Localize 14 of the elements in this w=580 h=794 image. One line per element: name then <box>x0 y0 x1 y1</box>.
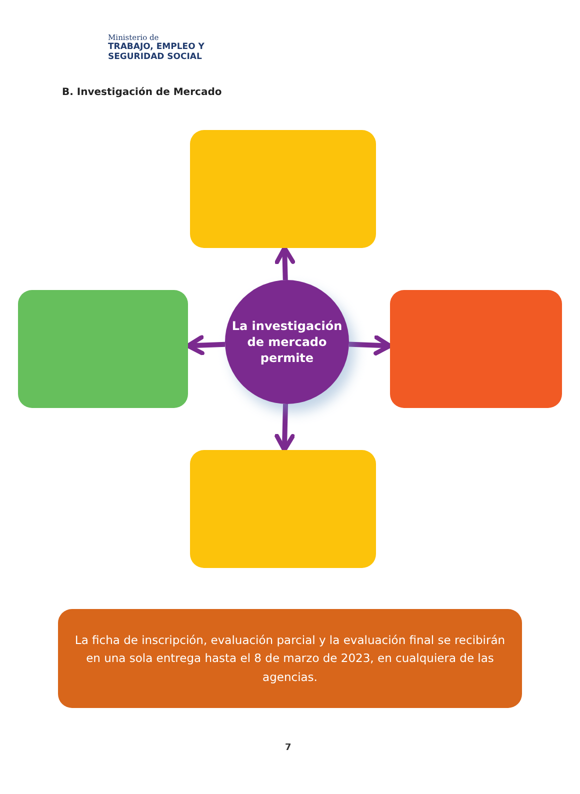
section-heading: B. Investigación de Mercado <box>62 87 222 98</box>
arrow <box>274 404 295 452</box>
empty-box <box>190 450 376 568</box>
ministry-name: TRABAJO, EMPLEO Y SEGURIDAD SOCIAL <box>108 43 206 63</box>
empty-box <box>390 290 562 408</box>
page-number: 7 <box>285 743 292 753</box>
arrow <box>348 335 392 356</box>
arrow <box>186 335 226 356</box>
empty-box <box>18 290 188 408</box>
arrow <box>274 246 296 280</box>
empty-box <box>190 130 376 248</box>
note-box <box>58 609 522 708</box>
note-text: La ficha de inscripción, evaluación parcial y la evaluación final se recibirán en una sola entrega hasta el 8 de marzo de 2023, en cualquiera de las agencias. <box>74 632 506 686</box>
circle-text: La investigación de mercado permite <box>230 318 344 366</box>
